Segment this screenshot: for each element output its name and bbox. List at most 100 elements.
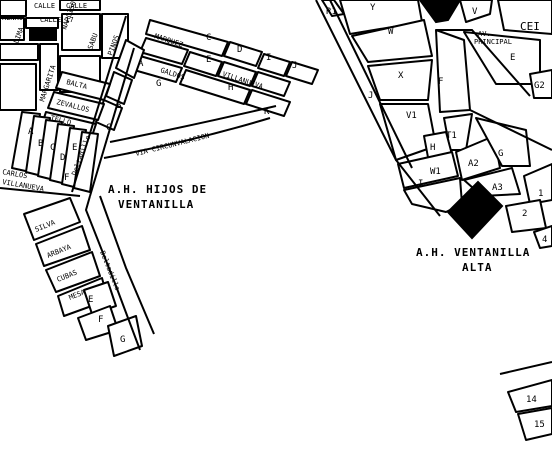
- road-deltadillo-2: [89, 47, 135, 197]
- block-narciso: [61, 13, 101, 51]
- label-c-west: C: [106, 123, 111, 133]
- block-cubas: [45, 251, 101, 293]
- label-a: A: [138, 59, 144, 69]
- title-ventanilla-line2: ALTA: [462, 261, 493, 274]
- block-arbaya: [35, 225, 91, 267]
- block-col-f: [73, 131, 99, 193]
- block-x: [367, 59, 433, 101]
- block-marquez-1: [145, 19, 229, 57]
- west-sector: [0, 0, 319, 357]
- label-c: C: [206, 33, 211, 43]
- road-av-principal: [436, 29, 531, 97]
- label-1: 1: [538, 189, 543, 199]
- label-h: H: [228, 83, 233, 93]
- label-e: E: [206, 55, 211, 65]
- road-carlos-villanueva: [0, 187, 81, 197]
- block-kenko: [0, 17, 25, 41]
- label-y: Y: [370, 3, 376, 13]
- label-w: W: [388, 27, 394, 37]
- label-h-east: H: [430, 143, 435, 153]
- title-hijos-line2: VENTANILLA: [118, 198, 194, 211]
- block-galdos-a: [139, 37, 189, 65]
- label-g: G: [156, 79, 161, 89]
- block-left-3: [0, 63, 37, 111]
- label-g-east: G: [498, 149, 503, 159]
- label-k: K: [264, 107, 270, 117]
- block-4: [533, 225, 552, 249]
- block-villanueva: [179, 69, 251, 105]
- black-block-north: [418, 0, 462, 24]
- block-w: [351, 19, 433, 63]
- label-col-b: B: [38, 139, 43, 149]
- block-left-1: [0, 43, 39, 61]
- label-e-south: E: [88, 295, 93, 305]
- block-balta: [55, 71, 111, 101]
- label-x: X: [398, 71, 404, 81]
- label-col-c: C: [50, 143, 55, 153]
- block-g2: [529, 69, 552, 99]
- label-calle-17: CALLE 17: [40, 16, 74, 24]
- label-r1: R1: [326, 7, 337, 17]
- label-d: D: [237, 45, 242, 55]
- black-block-ventanilla: [446, 180, 504, 240]
- road-east-3: [469, 109, 552, 151]
- label-via-circunvalacion: VIA CIRCUNVALACION: [135, 132, 211, 158]
- block-margarita: [39, 43, 59, 91]
- block-d: [257, 53, 291, 77]
- label-f-east: F: [438, 77, 443, 87]
- label-j: J: [292, 61, 297, 71]
- label-e-east: E: [510, 53, 515, 63]
- road-circunvalacion-1: [109, 105, 277, 143]
- block-h: [251, 71, 291, 97]
- black-block-west: [29, 29, 57, 41]
- block-kenko-top: [0, 0, 27, 17]
- label-a3: A3: [492, 183, 503, 193]
- label-g2: G2: [534, 81, 545, 91]
- road-deltadillo-1: [71, 15, 127, 193]
- label-cei: CEI: [520, 20, 540, 33]
- label-b: B: [116, 101, 121, 111]
- block-g-east: [475, 117, 531, 167]
- block-14: [507, 379, 552, 413]
- block-c: [223, 41, 263, 67]
- label-col-a: A: [28, 127, 34, 137]
- label-col-f: F: [64, 173, 69, 183]
- label-principal: PRINCIPAL: [474, 38, 512, 46]
- road-east-2: [329, 0, 413, 169]
- label-15: 15: [534, 420, 545, 430]
- block-v: [459, 0, 493, 23]
- label-col-d: D: [60, 153, 65, 163]
- label-4: 4: [542, 235, 547, 245]
- block-zevallos: [47, 91, 105, 121]
- title-hijos-line1: A.H. HIJOS DE: [108, 183, 207, 196]
- label-i-east: I: [418, 179, 423, 189]
- title-ventanilla-line1: A.H. VENTANILLA: [416, 246, 530, 259]
- block-a2: [455, 135, 501, 181]
- block-i: [285, 61, 319, 85]
- block-w1: [397, 151, 459, 189]
- label-w1: W1: [430, 167, 441, 177]
- label-kenko: KENKO: [2, 14, 23, 22]
- block-calle-top: [59, 0, 101, 11]
- label-calle-2: CALLE: [66, 2, 87, 10]
- label-v1: V1: [406, 111, 417, 121]
- label-14: 14: [526, 395, 537, 405]
- road-southeast: [499, 361, 552, 375]
- label-a2: A2: [468, 159, 479, 169]
- label-v: V: [472, 7, 478, 17]
- block-f-east: [435, 29, 471, 113]
- block-silva: [23, 197, 81, 241]
- block-g-south: [107, 315, 143, 357]
- label-calle-1: CALLE: [34, 2, 55, 10]
- label-j-east: J: [368, 91, 373, 101]
- block-e: [183, 51, 223, 77]
- label-i: I: [266, 53, 271, 63]
- label-f-south: F: [98, 315, 103, 325]
- road-circunvalacion-2: [103, 117, 271, 159]
- block-k: [245, 89, 291, 117]
- label-av: AV.: [478, 30, 491, 38]
- block-cei: [497, 0, 552, 35]
- road-east-1: [315, 0, 441, 217]
